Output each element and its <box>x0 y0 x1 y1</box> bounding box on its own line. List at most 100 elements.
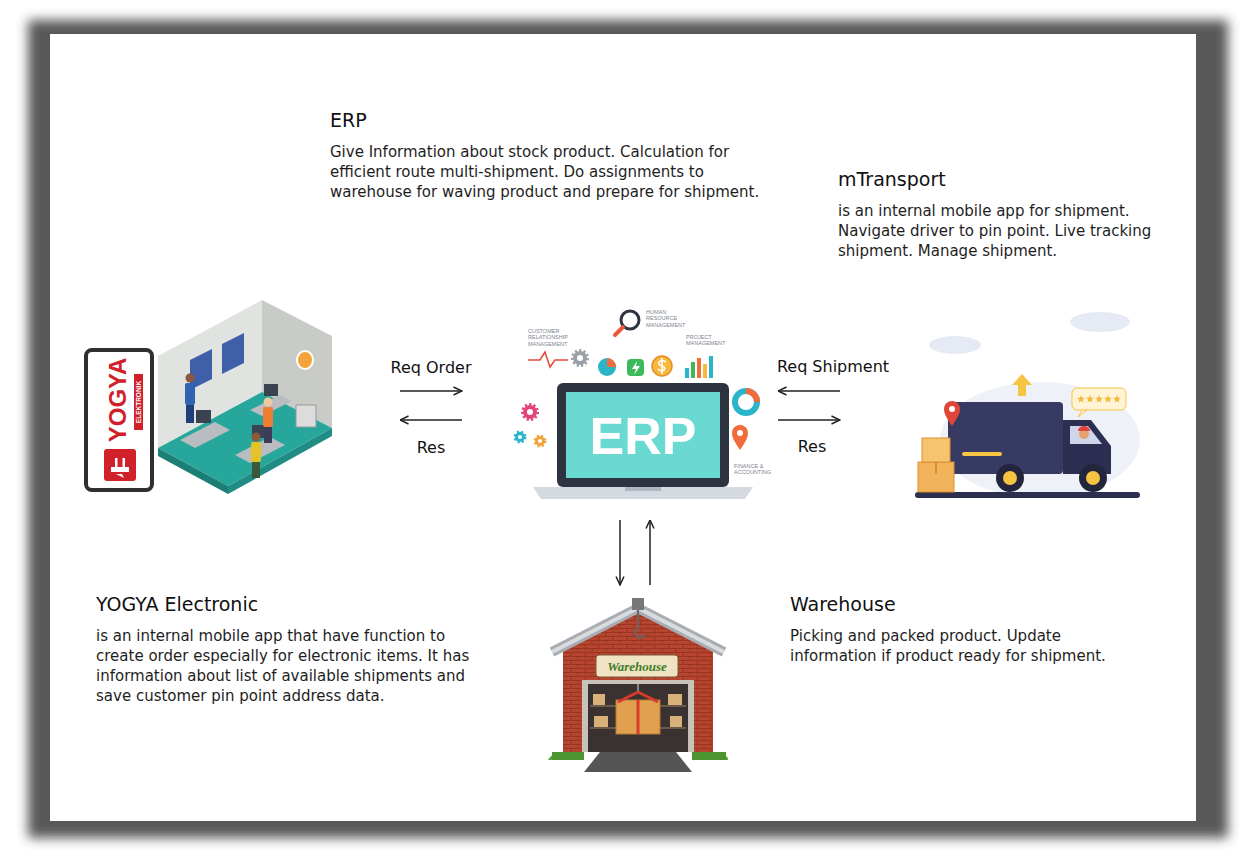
warehouse-illustration <box>692 752 726 760</box>
office-illustration <box>196 410 211 423</box>
erp-laptop-illustration <box>535 436 545 446</box>
erp-laptop-illustration <box>528 352 568 367</box>
erp-laptop-illustration <box>703 364 707 378</box>
office-illustration <box>222 333 244 374</box>
erp-laptop-illustration <box>566 392 720 478</box>
office-illustration <box>158 392 332 486</box>
erp-laptop-illustration <box>735 391 757 413</box>
office-illustration <box>251 442 261 462</box>
erp-laptop-illustration <box>615 327 623 335</box>
module-caption: FINANCE & ACCOUNTING <box>734 463 780 476</box>
erp-laptop-illustration <box>691 362 695 378</box>
system-node: mTransportis an internal mobile app for … <box>840 300 1145 500</box>
logo-subtext: ELEKTRONIK <box>135 381 142 423</box>
erp-laptop-illustration <box>652 356 672 376</box>
truck-illustration <box>944 401 960 426</box>
erp-laptop-illustration <box>557 383 729 487</box>
node-body: Give Information about stock product. Ca… <box>330 142 770 202</box>
truck-illustration <box>918 462 954 492</box>
erp-laptop-illustration <box>577 355 583 361</box>
truck-illustration <box>929 336 981 354</box>
erp-laptop-illustration <box>523 405 537 419</box>
office-illustration <box>228 428 332 494</box>
node-description: mTransport is an internal mobile app for … <box>838 167 1178 261</box>
system-node: WarehousePicking and packed product. Upd… <box>548 585 728 775</box>
edge-label: Req Shipment <box>775 358 891 376</box>
warehouse-illustration <box>552 608 724 652</box>
office-illustration <box>180 422 230 448</box>
truck-illustration <box>948 402 1063 474</box>
erp-laptop-illustration <box>518 435 522 439</box>
warehouse-illustration <box>588 684 688 752</box>
warehouse-illustration <box>594 716 608 727</box>
edge-label: Req Order <box>389 359 474 377</box>
node-body: is an internal mobile app that have func… <box>96 626 476 706</box>
node-description: YOGYA Electronic is an internal mobile ap… <box>96 592 476 706</box>
card-frame <box>50 34 1196 821</box>
truck-illustration <box>1086 395 1094 403</box>
erp-laptop-illustration <box>515 311 757 499</box>
flow-arrow <box>400 419 462 421</box>
truck-illustration <box>1070 312 1130 332</box>
erp-laptop-illustration <box>625 487 661 491</box>
warehouse-illustration <box>637 610 639 628</box>
truck-illustration <box>1086 471 1100 485</box>
warehouse-illustration <box>670 716 682 727</box>
truck-illustration <box>962 452 1002 456</box>
erp-laptop-illustration <box>533 487 753 499</box>
module-caption: HUMAN RESOURCE MANAGEMENT <box>646 309 694 328</box>
office-illustration <box>86 300 332 494</box>
warehouse-illustration <box>593 694 605 705</box>
node-heading: YOGYA Electronic <box>96 592 476 616</box>
warehouse-illustration <box>548 598 728 772</box>
flow-arrow <box>400 390 462 392</box>
warehouse-illustration <box>552 608 724 652</box>
truck-illustration <box>1078 426 1090 431</box>
erp-laptop-illustration <box>685 368 689 378</box>
warehouse-illustration <box>632 598 644 610</box>
erp-laptop-illustration <box>658 358 666 374</box>
flow-arrow <box>619 520 621 585</box>
node-description: WarehousePicking and packed product. Upd… <box>790 592 1140 666</box>
node-heading: ERP <box>330 108 770 132</box>
node-heading: mTransport <box>838 167 1178 191</box>
truck-illustration <box>1095 395 1103 403</box>
node-description: ERP Give Information about stock product.… <box>330 108 770 202</box>
erp-laptop-illustration <box>598 358 616 376</box>
warehouse-illustration <box>638 692 658 702</box>
office-illustration <box>116 474 124 478</box>
truck-illustration <box>922 438 950 462</box>
truck-illustration <box>915 312 1140 498</box>
erp-laptop-illustration <box>607 358 616 367</box>
office-illustration <box>186 405 194 423</box>
truck-illustration <box>1104 395 1112 403</box>
truck-illustration <box>949 406 955 412</box>
screen-text: ERP <box>590 410 697 462</box>
erp-laptop-illustration <box>538 439 542 443</box>
erp-laptop-illustration <box>627 359 644 376</box>
office-illustration <box>297 351 313 369</box>
erp-laptop-illustration <box>527 409 533 415</box>
flow-arrow <box>778 390 840 392</box>
truck-illustration <box>935 462 937 474</box>
module-caption: CUSTOMER RELATIONSHIP MANAGEMENT <box>528 328 598 347</box>
office-illustration <box>86 350 152 490</box>
truck-illustration <box>1072 388 1126 410</box>
office-illustration <box>263 407 273 427</box>
truck-illustration <box>996 464 1024 492</box>
truck-illustration <box>940 382 1140 498</box>
office-illustration <box>296 405 316 427</box>
node-heading: Warehouse <box>790 592 1140 616</box>
office-illustration <box>158 448 228 494</box>
node-body: is an internal mobile app for shipment. … <box>838 201 1178 261</box>
warehouse-illustration <box>582 680 694 752</box>
truck-illustration <box>1113 395 1121 403</box>
card-frame <box>28 20 1228 838</box>
erp-laptop-illustration <box>632 361 640 375</box>
office-illustration <box>104 449 136 481</box>
module-caption: PROJECT MANAGEMENT <box>686 334 722 347</box>
truck-illustration <box>1079 464 1107 492</box>
warehouse-illustration <box>618 692 638 702</box>
office-illustration <box>185 383 195 405</box>
